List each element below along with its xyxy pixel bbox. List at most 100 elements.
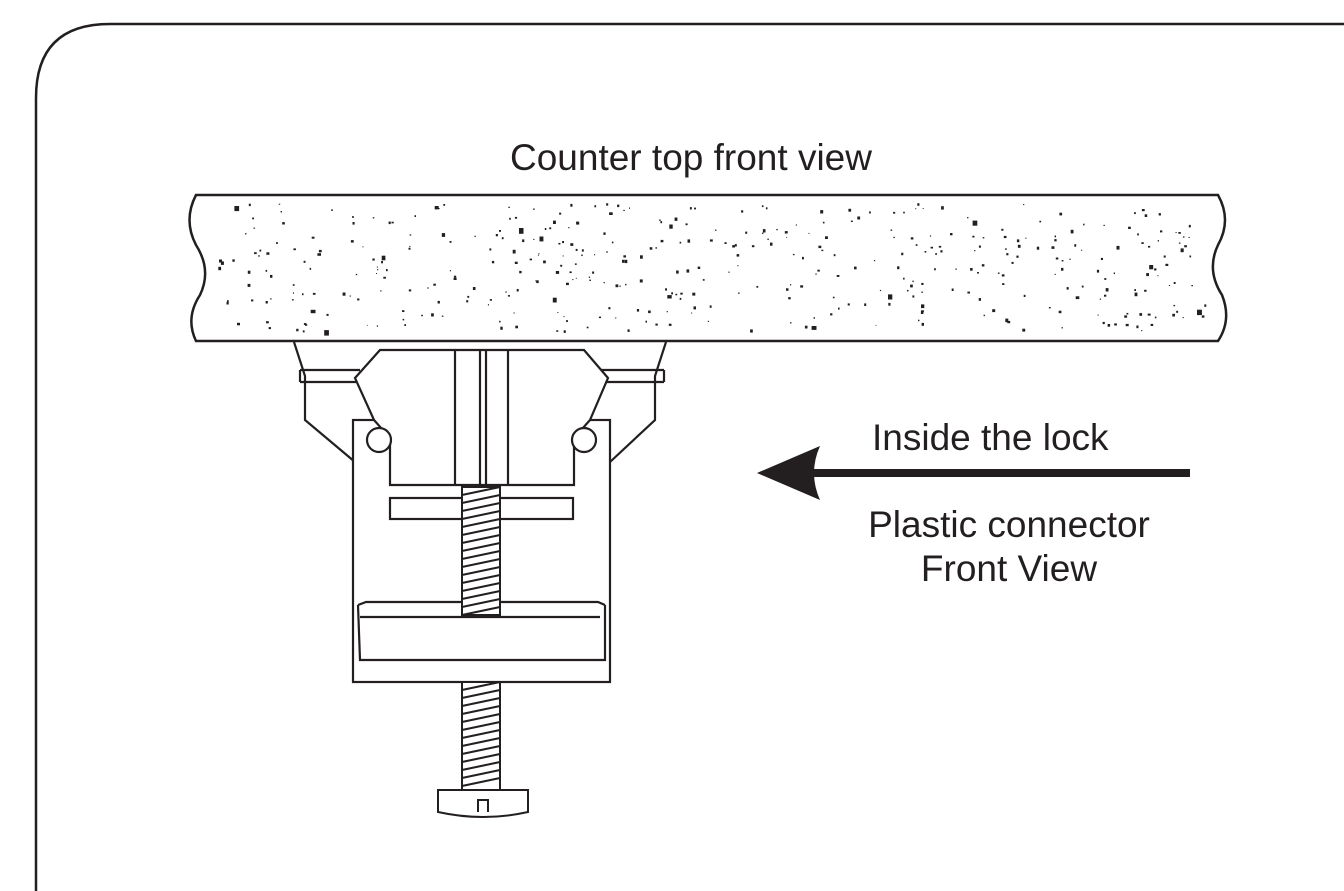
speckle xyxy=(431,313,434,317)
speckle xyxy=(668,323,672,326)
speckle xyxy=(930,246,933,249)
speckle xyxy=(941,206,944,210)
speckle xyxy=(830,313,833,316)
speckle xyxy=(800,285,804,288)
speckle xyxy=(499,320,501,323)
speckle xyxy=(586,326,589,329)
speckle xyxy=(270,298,272,300)
speckle xyxy=(1184,245,1187,248)
speckle xyxy=(821,249,824,252)
speckle xyxy=(850,220,853,222)
speckle xyxy=(514,216,518,219)
speckle xyxy=(617,204,620,208)
speckle xyxy=(1001,228,1004,231)
speckle xyxy=(543,260,546,264)
speckle xyxy=(1178,242,1181,244)
speckle xyxy=(1188,236,1190,238)
screw-thread xyxy=(461,510,501,520)
speckle xyxy=(1141,330,1143,332)
speckle xyxy=(691,312,693,314)
speckle xyxy=(505,291,507,293)
speckle xyxy=(854,266,857,270)
speckle xyxy=(1059,212,1063,216)
speckle xyxy=(1039,220,1042,223)
speckle xyxy=(402,310,405,312)
speckle xyxy=(352,222,355,225)
speckle xyxy=(619,285,621,287)
speckle xyxy=(804,325,808,329)
speckle xyxy=(1011,261,1014,264)
speckle xyxy=(815,273,817,275)
speckle xyxy=(1128,226,1131,229)
speckle xyxy=(1104,294,1107,297)
speckle xyxy=(977,272,979,274)
speckle xyxy=(974,250,976,252)
speckle xyxy=(903,277,905,280)
speckle xyxy=(1180,248,1184,253)
speckle xyxy=(1144,289,1147,292)
speckle xyxy=(1055,257,1059,260)
speckle xyxy=(592,271,595,274)
speckle xyxy=(687,239,691,243)
speckle xyxy=(912,295,915,298)
speckle xyxy=(220,261,224,265)
speckle xyxy=(784,231,788,234)
speckle xyxy=(751,245,755,248)
speckle xyxy=(603,232,606,235)
speckle xyxy=(427,287,429,289)
speckle xyxy=(282,222,285,225)
speckle xyxy=(522,239,525,243)
screw-thread xyxy=(461,681,501,691)
speckle xyxy=(1160,230,1163,233)
speckle xyxy=(1100,257,1103,260)
speckle xyxy=(955,268,957,270)
speckle xyxy=(589,279,591,281)
speckle xyxy=(786,288,789,291)
speckle xyxy=(1134,292,1138,297)
speckle xyxy=(970,268,973,271)
speckle xyxy=(563,316,565,318)
speckle xyxy=(645,320,647,323)
speckle xyxy=(893,236,895,239)
screw-thread xyxy=(461,494,501,504)
speckle xyxy=(1036,246,1040,250)
speckle xyxy=(910,237,914,240)
speckle xyxy=(1103,224,1105,226)
speckle xyxy=(611,241,614,244)
speckle xyxy=(669,224,673,229)
speckle xyxy=(629,207,630,209)
speckle xyxy=(1054,273,1056,275)
speckle xyxy=(732,245,735,248)
speckle xyxy=(227,300,229,303)
speckle xyxy=(833,254,836,257)
speckle xyxy=(499,230,501,232)
speckle xyxy=(218,267,221,270)
speckle xyxy=(1003,235,1007,239)
speckle xyxy=(808,232,810,234)
speckle xyxy=(433,283,436,286)
speckle xyxy=(453,275,457,278)
speckle xyxy=(350,240,354,243)
screw-thread xyxy=(461,518,501,528)
speckle xyxy=(331,209,333,211)
speckle xyxy=(788,297,791,300)
speckle xyxy=(820,210,824,214)
speckle xyxy=(376,325,379,327)
speckle xyxy=(1137,233,1139,236)
speckle xyxy=(317,253,321,256)
speckle xyxy=(606,251,608,253)
speckle xyxy=(357,298,360,301)
speckle xyxy=(978,245,981,248)
speckle xyxy=(972,220,978,226)
speckle xyxy=(709,239,713,242)
speckle xyxy=(817,269,820,272)
speckle xyxy=(636,309,640,312)
speckle xyxy=(680,292,683,295)
speckle xyxy=(594,254,596,256)
screw-thread xyxy=(461,753,501,763)
frame-border xyxy=(34,22,1344,891)
speckle xyxy=(1066,287,1069,290)
speckle xyxy=(1074,244,1077,247)
speckle xyxy=(1054,239,1057,242)
speckle xyxy=(750,329,753,333)
